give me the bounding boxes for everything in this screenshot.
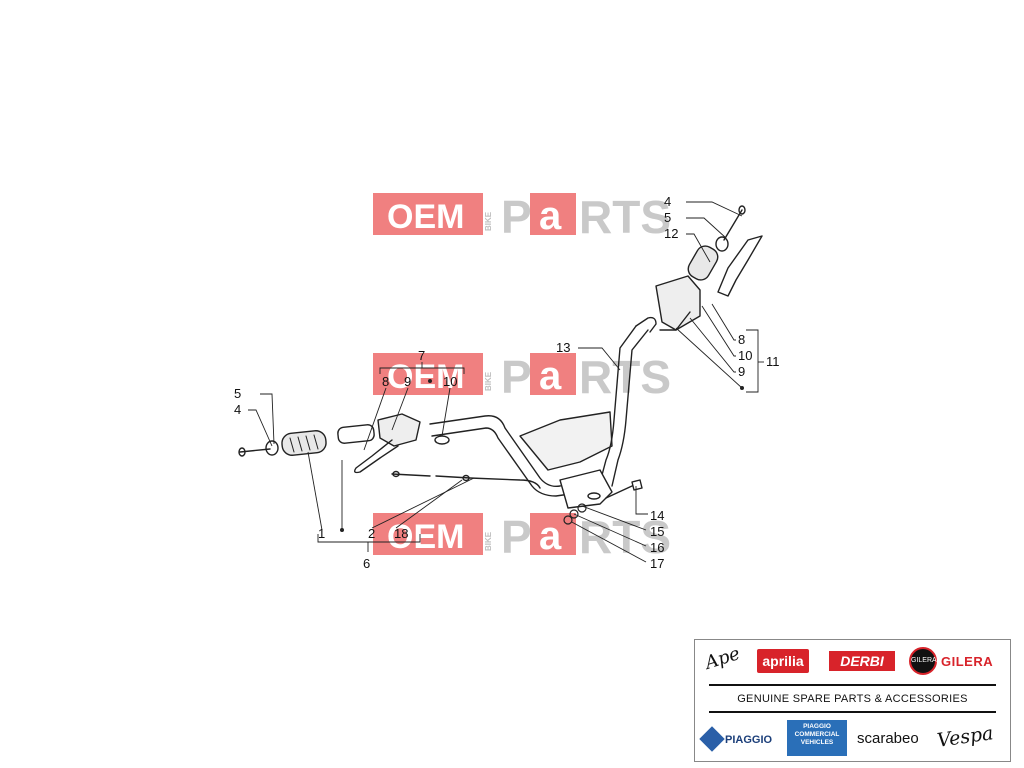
left-throttle-tube xyxy=(337,424,375,444)
gilera-badge-icon: GILERA xyxy=(909,647,937,675)
handlebar-bar-end xyxy=(635,316,657,333)
watermark-a-text: a xyxy=(539,514,562,558)
watermark-middle: OEM BIKE P a RTS xyxy=(373,351,671,403)
leader-lines xyxy=(248,201,764,563)
handlebar-lower-bracket xyxy=(559,469,613,509)
derbi-logo: DERBI xyxy=(829,651,895,671)
brand-divider-bottom xyxy=(709,711,996,713)
callout-labels: 4 5 12 8 10 11 9 13 7 8 9 10 5 4 14 15 1… xyxy=(234,194,780,571)
leader-dots xyxy=(340,379,744,532)
callout-8-right: 8 xyxy=(738,332,745,347)
callout-13: 13 xyxy=(556,340,570,355)
ape-logo: Ape xyxy=(702,643,743,674)
callout-9-left: 9 xyxy=(404,374,411,389)
callout-18: 18 xyxy=(394,526,408,541)
watermark-top: OEM BIKE P a RTS xyxy=(373,191,671,243)
right-lever xyxy=(717,235,763,297)
handlebar-tube-left xyxy=(429,415,601,488)
callout-16: 16 xyxy=(650,540,664,555)
right-lever-housing xyxy=(655,275,701,331)
handlebar-plate xyxy=(519,411,613,471)
callout-8-left: 8 xyxy=(382,374,389,389)
aprilia-logo: aprilia xyxy=(757,649,809,673)
callout-5-left: 5 xyxy=(234,386,241,401)
watermark-a-text: a xyxy=(539,194,562,238)
callout-6: 6 xyxy=(363,556,370,571)
callout-4-right: 4 xyxy=(664,194,671,209)
piaggio-logo: PIAGGIO xyxy=(725,734,773,746)
watermark-rts-text: RTS xyxy=(579,351,671,403)
watermark-oem-text: OEM xyxy=(387,518,464,556)
piaggio-commercial-vehicles-logo: PIAGGIO COMMERCIAL VEHICLES xyxy=(787,720,847,756)
callout-9-right: 9 xyxy=(738,364,745,379)
left-lever-housing xyxy=(377,413,421,447)
watermark-rts-text: RTS xyxy=(579,191,671,243)
watermark-oem-text: OEM xyxy=(387,198,464,236)
watermark-bike-text: BIKE xyxy=(484,211,493,231)
left-bar-end xyxy=(265,440,279,456)
left-lever xyxy=(353,439,399,474)
handlebar-tube-left-inner xyxy=(431,427,599,497)
right-grip xyxy=(687,245,719,281)
scarabeo-logo: scarabeo xyxy=(857,730,919,747)
callout-10-left: 10 xyxy=(443,374,457,389)
bolt-14 xyxy=(605,479,643,499)
watermark-p-text: P xyxy=(501,351,532,403)
watermark-oem-text: OEM xyxy=(387,358,464,396)
callout-4-left: 4 xyxy=(234,402,241,417)
piaggio-badge-icon xyxy=(699,726,725,752)
watermark-p-text: P xyxy=(501,191,532,243)
watermark-bike-text: BIKE xyxy=(484,531,493,551)
callout-7: 7 xyxy=(418,348,425,363)
watermark-bike-text: BIKE xyxy=(484,371,493,391)
callout-14: 14 xyxy=(650,508,664,523)
handlebar-tube-right xyxy=(597,325,637,491)
brand-tagline: GENUINE SPARE PARTS & ACCESSORIES xyxy=(737,693,968,705)
washers-15-17 xyxy=(563,503,587,525)
watermark-a-text: a xyxy=(539,354,562,398)
gilera-logo: GILERA xyxy=(941,654,994,669)
callout-1: 1 xyxy=(318,526,325,541)
watermark-p-text: P xyxy=(501,511,532,563)
callout-2: 2 xyxy=(368,526,375,541)
callout-17: 17 xyxy=(650,556,664,571)
callout-11: 11 xyxy=(766,354,780,369)
vespa-logo: Vespa xyxy=(935,722,995,752)
left-grip xyxy=(281,430,327,456)
callout-5-right: 5 xyxy=(664,210,671,225)
callout-15: 15 xyxy=(650,524,664,539)
right-bar-end xyxy=(715,236,729,252)
callout-10-right: 10 xyxy=(738,348,752,363)
callout-12: 12 xyxy=(664,226,678,241)
brand-divider-top xyxy=(709,684,996,686)
brand-panel: Ape aprilia DERBI GILERA GILERA GENUINE … xyxy=(694,639,1011,762)
handlebar-tube-right-inner xyxy=(611,329,649,487)
handlebar-drawing xyxy=(238,205,763,509)
